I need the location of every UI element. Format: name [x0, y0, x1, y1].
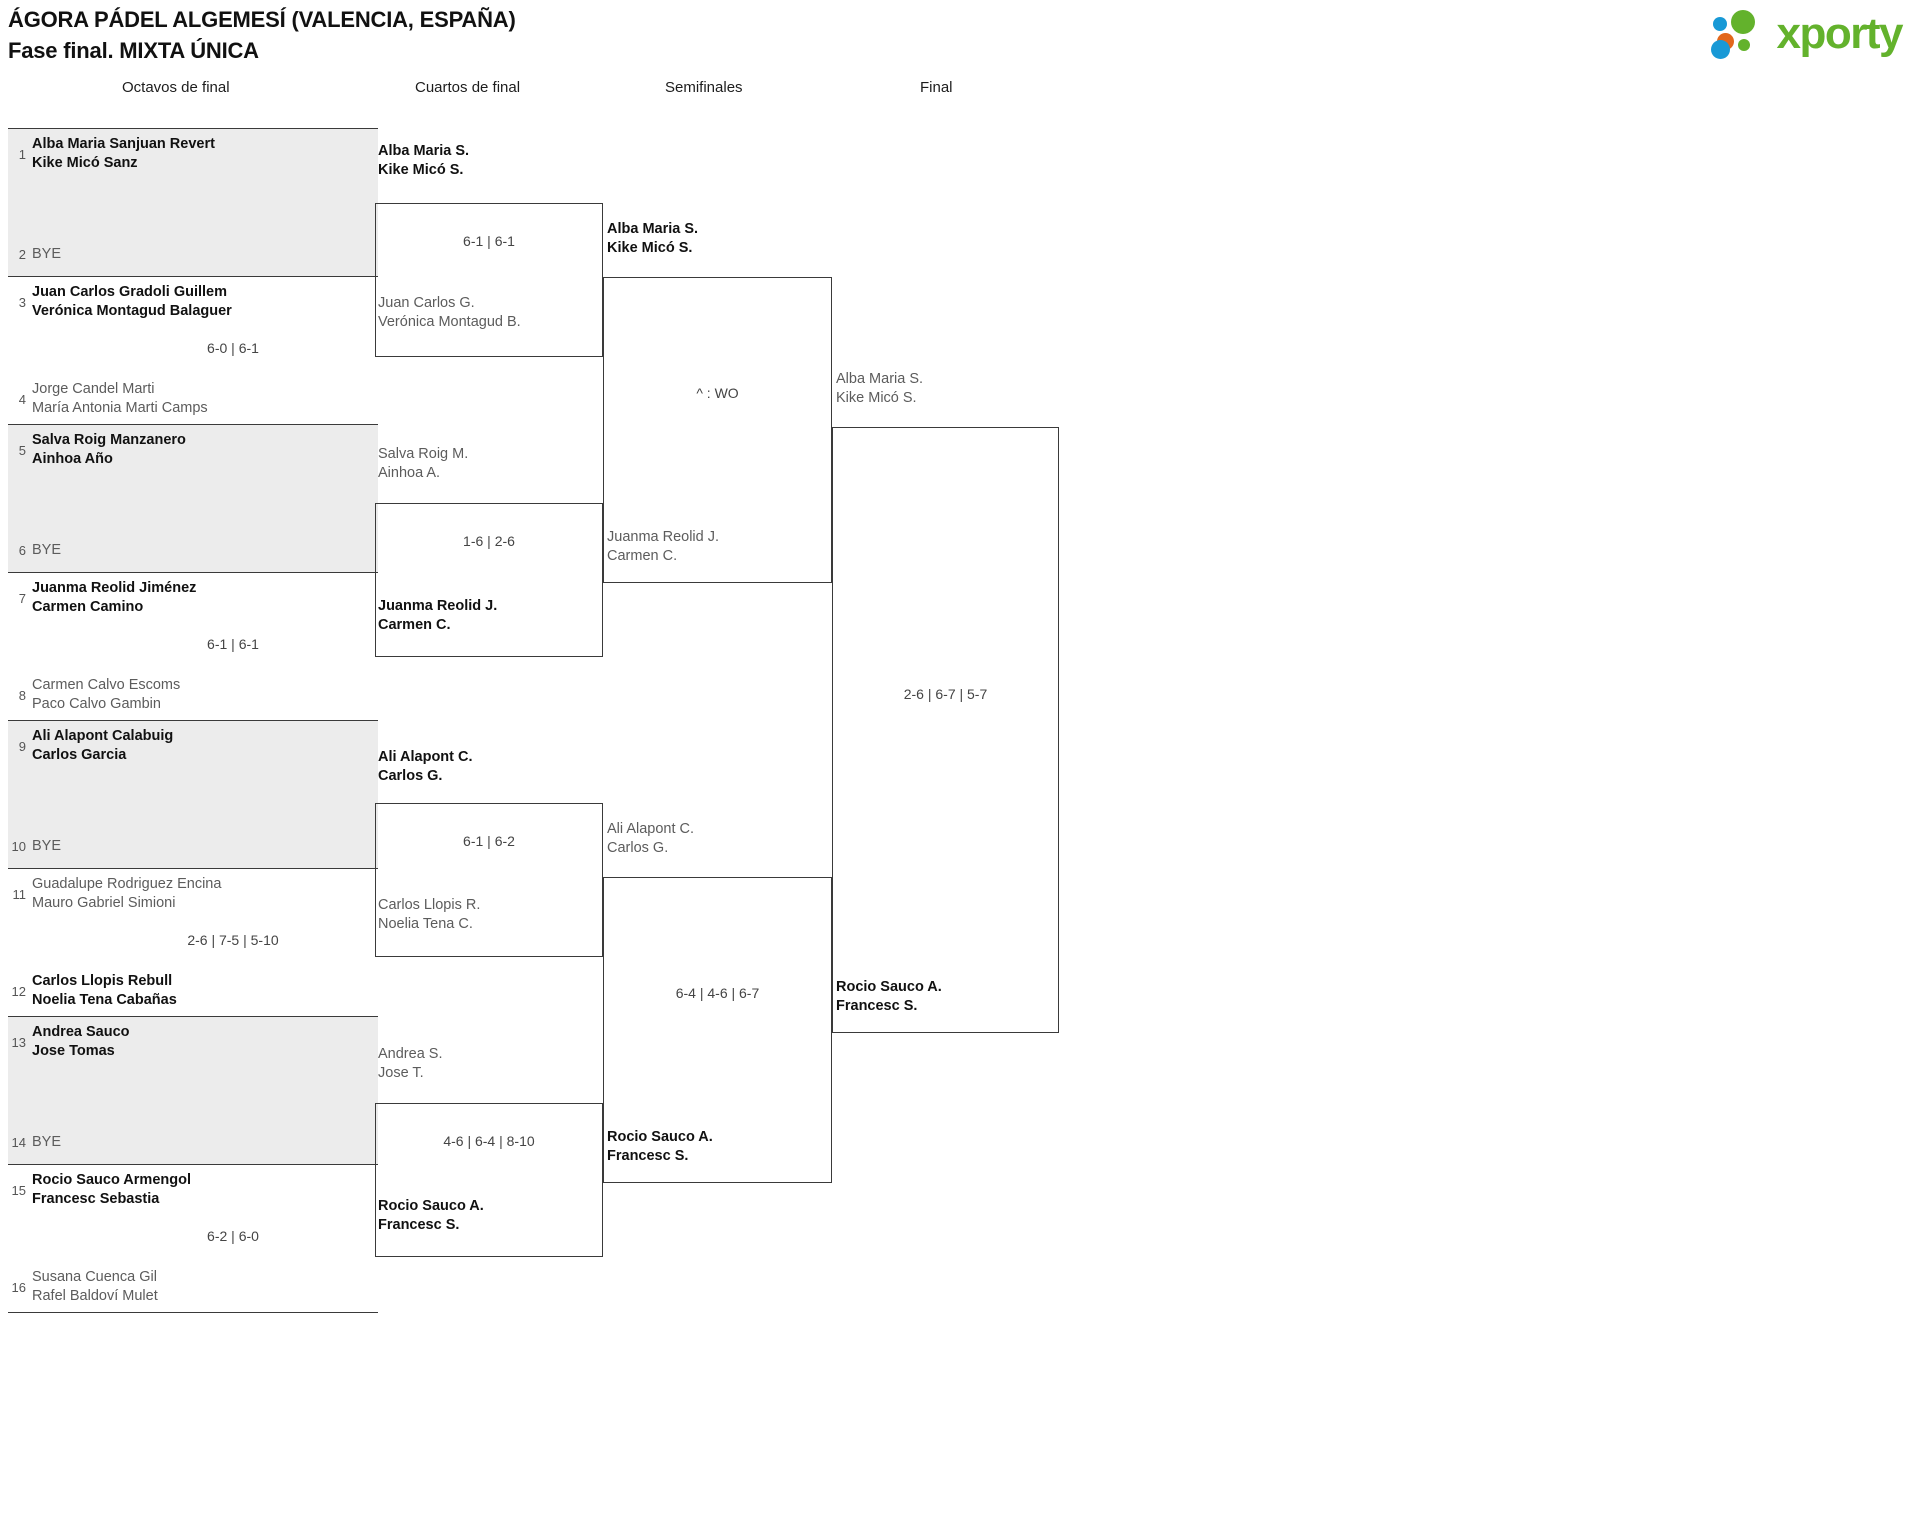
- team-names: Ali Alapont Calabuig Carlos Garcia: [32, 728, 174, 763]
- team-names: Juan Carlos Gradoli Guillem Verónica Mon…: [32, 284, 232, 319]
- team-names: BYE: [32, 1133, 62, 1150]
- r16-match-5[interactable]: 9 Ali Alapont Calabuig Carlos Garcia 10 …: [8, 721, 378, 869]
- sf2-score: 6-4 | 4-6 | 6-7: [675, 985, 760, 1001]
- r16-match-3[interactable]: 5 Salva Roig Manzanero Ainhoa Año 6 BYE: [8, 425, 378, 573]
- final-score: 2-6 | 6-7 | 5-7: [903, 686, 988, 702]
- r16-slot-top: 11 Guadalupe Rodriguez Encina Mauro Gabr…: [8, 875, 378, 913]
- team-names: Susana Cuenca Gil Rafel Baldoví Mulet: [32, 1269, 158, 1304]
- sf1-team-bottom: Juanma Reolid J. Carmen C.: [607, 529, 720, 564]
- team-names: Juanma Reolid Jiménez Carmen Camino: [32, 580, 197, 615]
- qf4-score: 4-6 | 6-4 | 8-10: [443, 1133, 535, 1149]
- qf2-team-bottom: Juanma Reolid J. Carmen C.: [378, 598, 498, 633]
- r16-match-1[interactable]: 1 Alba Maria Sanjuan Revert Kike Micó Sa…: [8, 128, 378, 277]
- qf3-match-box[interactable]: [375, 803, 603, 957]
- qf1-score: 6-1 | 6-1: [463, 233, 515, 249]
- seed-number: 7: [18, 590, 26, 606]
- seed-number: 16: [11, 1279, 26, 1295]
- r16-match-4[interactable]: 7 Juanma Reolid Jiménez Carmen Camino 6-…: [8, 573, 378, 721]
- team-names: Salva Roig Manzanero Ainhoa Año: [32, 432, 186, 467]
- r16-match-8[interactable]: 15 Rocio Sauco Armengol Francesc Sebasti…: [8, 1165, 378, 1313]
- sf2-match-box[interactable]: [603, 877, 832, 1183]
- team-names: BYE: [32, 541, 62, 558]
- seed-number: 13: [11, 1034, 26, 1050]
- qf2-team-top: Salva Roig M. Ainhoa A.: [378, 446, 469, 481]
- sf1-score: ^ : WO: [696, 385, 739, 401]
- r16-match-7[interactable]: 13 Andrea Sauco Jose Tomas 14 BYE: [8, 1017, 378, 1165]
- title-line-1: ÁGORA PÁDEL ALGEMESÍ (VALENCIA, ESPAÑA): [8, 7, 516, 32]
- team-names: Rocio Sauco Armengol Francesc Sebastia: [32, 1172, 191, 1207]
- seed-number: 6: [18, 542, 26, 558]
- xporty-logo[interactable]: xporty: [1710, 8, 1904, 60]
- r16-slot-bottom: 14 BYE: [8, 1129, 378, 1155]
- seed-number: 5: [18, 442, 26, 458]
- r16-slot-top: 15 Rocio Sauco Armengol Francesc Sebasti…: [8, 1171, 378, 1209]
- seed-number: 8: [18, 687, 26, 703]
- r16-slot-top: 3 Juan Carlos Gradoli Guillem Verónica M…: [8, 283, 378, 321]
- seed-number: 1: [18, 146, 26, 162]
- r16-slot-top: 9 Ali Alapont Calabuig Carlos Garcia: [8, 727, 378, 765]
- final-match-box[interactable]: [832, 427, 1059, 1033]
- team-names: Alba Maria Sanjuan Revert Kike Micó Sanz: [32, 136, 215, 171]
- seed-number: 11: [12, 886, 27, 902]
- column-header-octavos: Octavos de final: [122, 79, 230, 96]
- sf2-team-bottom: Rocio Sauco A. Francesc S.: [607, 1129, 713, 1164]
- seed-number: 9: [18, 738, 26, 754]
- qf1-team-bottom: Juan Carlos G. Verónica Montagud B.: [378, 295, 521, 330]
- tournament-title: ÁGORA PÁDEL ALGEMESÍ (VALENCIA, ESPAÑA) …: [8, 4, 516, 66]
- r16-slot-bottom: 6 BYE: [8, 537, 378, 563]
- title-line-2: Fase final. MIXTA ÚNICA: [8, 38, 259, 63]
- r16-match-2[interactable]: 3 Juan Carlos Gradoli Guillem Verónica M…: [8, 277, 378, 425]
- r16-score: 6-0 | 6-1: [207, 340, 259, 356]
- sf1-match-box[interactable]: [603, 277, 832, 583]
- r16-slot-bottom: 4 Jorge Candel Marti María Antonia Marti…: [8, 380, 378, 418]
- team-names: BYE: [32, 837, 62, 854]
- seed-number: 4: [18, 391, 26, 407]
- qf4-team-bottom: Rocio Sauco A. Francesc S.: [378, 1198, 484, 1233]
- qf3-team-top: Ali Alapont C. Carlos G.: [378, 749, 473, 784]
- logo-wordmark: xporty: [1776, 9, 1904, 58]
- sf2-team-top: Ali Alapont C. Carlos G.: [607, 821, 695, 856]
- r16-slot-bottom: 8 Carmen Calvo Escoms Paco Calvo Gambin: [8, 676, 378, 714]
- r16-slot-bottom: 12 Carlos Llopis Rebull Noelia Tena Caba…: [8, 972, 378, 1010]
- seed-number: 15: [11, 1182, 26, 1198]
- column-header-semis: Semifinales: [665, 79, 743, 96]
- r16-slot-bottom: 16 Susana Cuenca Gil Rafel Baldoví Mulet: [8, 1268, 378, 1306]
- sf1-team-top: Alba Maria S. Kike Micó S.: [607, 221, 699, 256]
- qf1-team-top: Alba Maria S. Kike Micó S.: [378, 143, 470, 178]
- seed-number: 3: [18, 294, 26, 310]
- qf3-score: 6-1 | 6-2: [463, 833, 515, 849]
- seed-number: 10: [11, 838, 26, 854]
- team-names: Jorge Candel Marti María Antonia Marti C…: [32, 381, 208, 416]
- logo-dots-icon: [1710, 9, 1773, 59]
- seed-number: 2: [18, 246, 26, 262]
- r16-slot-bottom: 2 BYE: [8, 241, 378, 267]
- r16-slot-top: 13 Andrea Sauco Jose Tomas: [8, 1023, 378, 1061]
- team-names: BYE: [32, 245, 62, 262]
- r16-slot-top: 7 Juanma Reolid Jiménez Carmen Camino: [8, 579, 378, 617]
- qf2-match-box[interactable]: [375, 503, 603, 657]
- qf4-team-top: Andrea S. Jose T.: [378, 1046, 443, 1081]
- team-names: Andrea Sauco Jose Tomas: [32, 1024, 130, 1059]
- team-names: Guadalupe Rodriguez Encina Mauro Gabriel…: [32, 876, 222, 911]
- seed-number: 12: [11, 983, 26, 999]
- r16-match-6[interactable]: 11 Guadalupe Rodriguez Encina Mauro Gabr…: [8, 869, 378, 1017]
- seed-number: 14: [11, 1134, 26, 1150]
- qf3-team-bottom: Carlos Llopis R. Noelia Tena C.: [378, 897, 481, 932]
- qf1-match-box[interactable]: [375, 203, 603, 357]
- r16-slot-top: 5 Salva Roig Manzanero Ainhoa Año: [8, 431, 378, 469]
- r16-score: 2-6 | 7-5 | 5-10: [187, 932, 279, 948]
- team-names: Carlos Llopis Rebull Noelia Tena Cabañas: [32, 973, 177, 1008]
- final-team-bottom: Rocio Sauco A. Francesc S.: [836, 979, 942, 1014]
- column-header-cuartos: Cuartos de final: [415, 79, 521, 96]
- column-header-final: Final: [920, 79, 953, 96]
- final-team-top: Alba Maria S. Kike Micó S.: [836, 371, 924, 406]
- r16-slot-bottom: 10 BYE: [8, 833, 378, 859]
- page-header: ÁGORA PÁDEL ALGEMESÍ (VALENCIA, ESPAÑA) …: [0, 0, 1920, 70]
- r16-slot-top: 1 Alba Maria Sanjuan Revert Kike Micó Sa…: [8, 135, 378, 173]
- r16-score: 6-2 | 6-0: [207, 1228, 259, 1244]
- r16-score: 6-1 | 6-1: [207, 636, 259, 652]
- team-names: Carmen Calvo Escoms Paco Calvo Gambin: [32, 677, 181, 712]
- qf2-score: 1-6 | 2-6: [463, 533, 515, 549]
- qf4-match-box[interactable]: [375, 1103, 603, 1257]
